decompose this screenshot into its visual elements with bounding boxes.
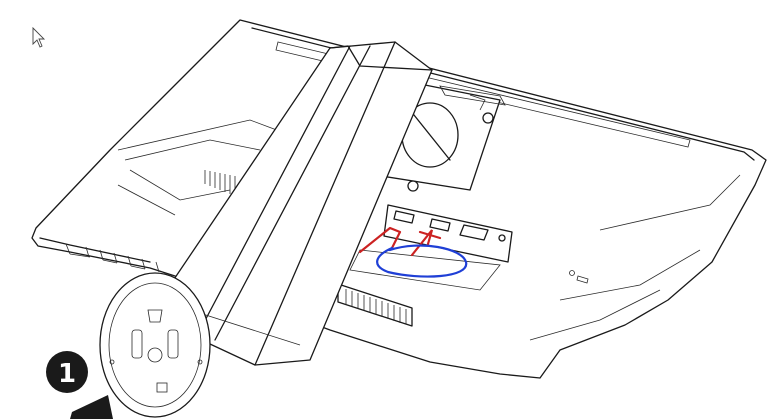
input-ports-panel — [349, 204, 513, 291]
security-slot — [569, 270, 589, 284]
arrow-icon — [70, 395, 113, 419]
stand-neck — [159, 41, 433, 366]
step-number: 1 — [58, 359, 76, 389]
stand-base — [99, 272, 211, 418]
vent-slots-left — [204, 170, 236, 196]
step-badge: 1 — [46, 351, 88, 393]
red-annotation-marks — [358, 226, 442, 257]
control-buttons — [65, 243, 160, 273]
vent-slots-bottom — [337, 283, 413, 327]
blue-annotation-circle — [376, 244, 468, 278]
mouse-cursor-icon — [32, 26, 46, 48]
